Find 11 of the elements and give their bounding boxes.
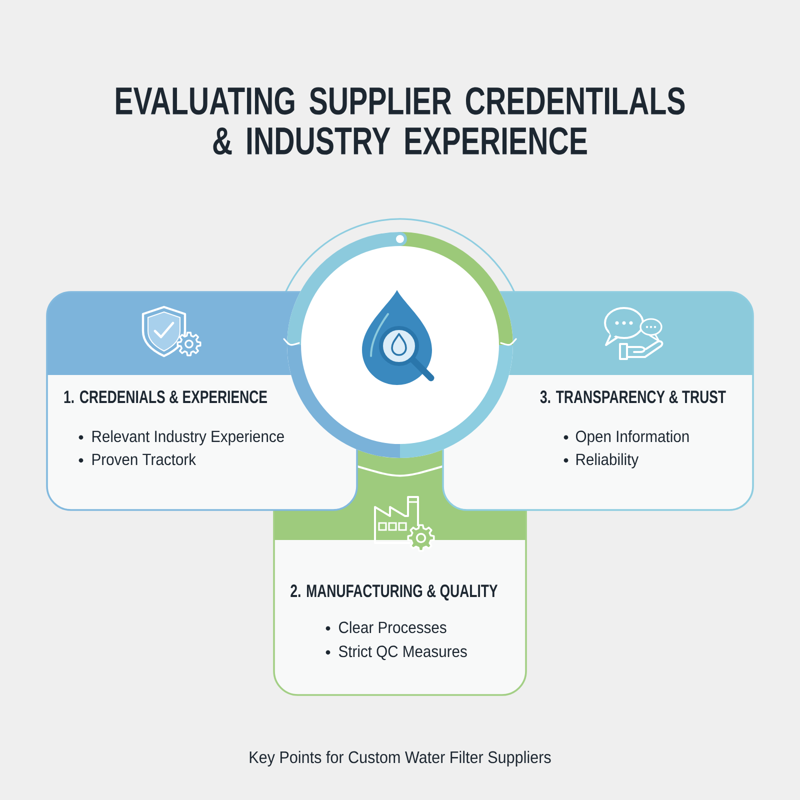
title: EVALUATING SUPPLIER CREDENTILALS & INDUSTRY EXPERIENCE — [116, 87, 685, 155]
heading: 1. CREDENIALS & EXPERIENCE — [64, 390, 267, 404]
list-item: Strict QC Measures — [338, 645, 467, 660]
list-item: Clear Processes — [339, 621, 446, 634]
list-item: Relevant Industry Experience — [92, 430, 284, 446]
heading: 3. TRANSPARENCY & TRUST — [540, 390, 726, 404]
caption: Key Points for Custom Water Filter Suppliers — [250, 750, 551, 766]
list-item: Reliability — [576, 453, 639, 468]
list-item: Proven Tractork — [92, 453, 196, 466]
list-item: Open Information — [576, 430, 689, 446]
heading: 2. MANUFACTURING & QUALITY — [290, 584, 498, 601]
